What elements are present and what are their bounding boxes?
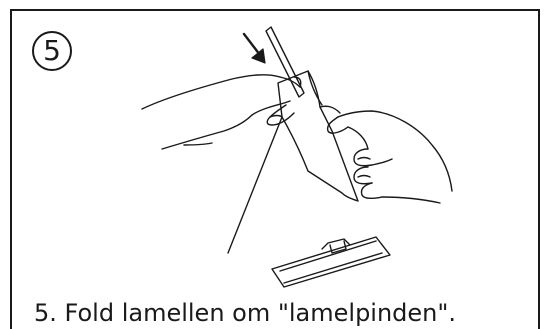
right-hand xyxy=(328,111,452,203)
step-caption: 5. Fold lamellen om "lamelpinden". xyxy=(34,299,456,327)
arrow-icon xyxy=(244,34,265,63)
step-number: 5 xyxy=(43,37,61,65)
lamella-end-weight xyxy=(272,237,390,287)
lamella-fold xyxy=(228,71,358,253)
instruction-frame: 5 xyxy=(10,9,540,329)
left-hand xyxy=(142,75,301,149)
lamella-pin xyxy=(266,27,304,97)
folding-illustration xyxy=(132,21,472,291)
step-number-badge: 5 xyxy=(32,31,72,71)
